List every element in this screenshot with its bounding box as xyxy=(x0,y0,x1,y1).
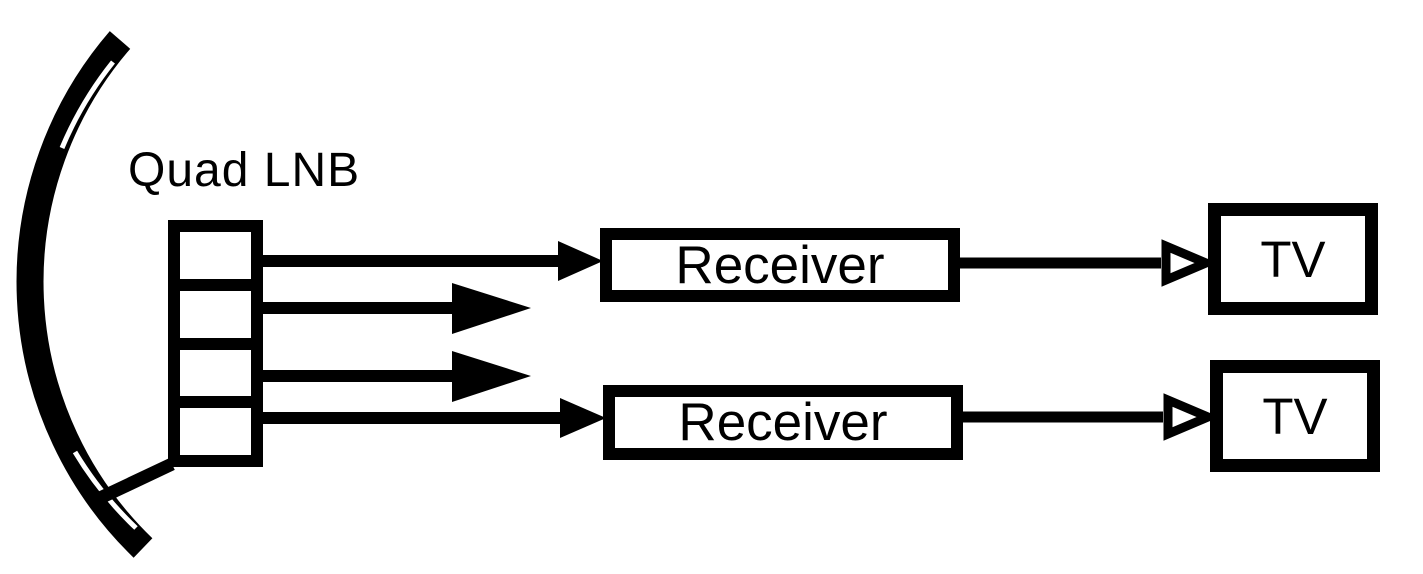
tv-1-label: TV xyxy=(1260,230,1326,288)
tv-2-label: TV xyxy=(1262,387,1328,445)
receiver-1-label: Receiver xyxy=(675,235,885,295)
lnb-port-2 xyxy=(180,290,251,338)
quad-lnb-label: Quad LNB xyxy=(128,144,361,197)
solid-arrowhead-receiver1 xyxy=(558,241,603,281)
tv-1-box: TV xyxy=(1208,203,1378,315)
tv-2-box: TV xyxy=(1210,360,1380,472)
lnb-port-1 xyxy=(180,232,251,279)
hollow-arrowhead-tv1 xyxy=(1161,239,1218,287)
satellite-dish-icon xyxy=(16,31,153,558)
quad-lnb-box xyxy=(168,220,263,467)
receiver-1-box: Receiver xyxy=(600,228,960,302)
lnb-port-4 xyxy=(180,408,251,455)
lnb-port-3 xyxy=(180,349,251,397)
receiver-2-label: Receiver xyxy=(678,393,888,452)
lnb-support-arm xyxy=(97,458,175,504)
solid-arrowhead-receiver2 xyxy=(560,398,606,438)
solid-arrowhead-output3 xyxy=(452,351,531,402)
dish-highlight-top xyxy=(59,60,115,149)
receiver-2-box: Receiver xyxy=(603,385,963,460)
hollow-arrowhead-tv2 xyxy=(1163,393,1220,441)
solid-arrowhead-output2 xyxy=(452,283,531,334)
